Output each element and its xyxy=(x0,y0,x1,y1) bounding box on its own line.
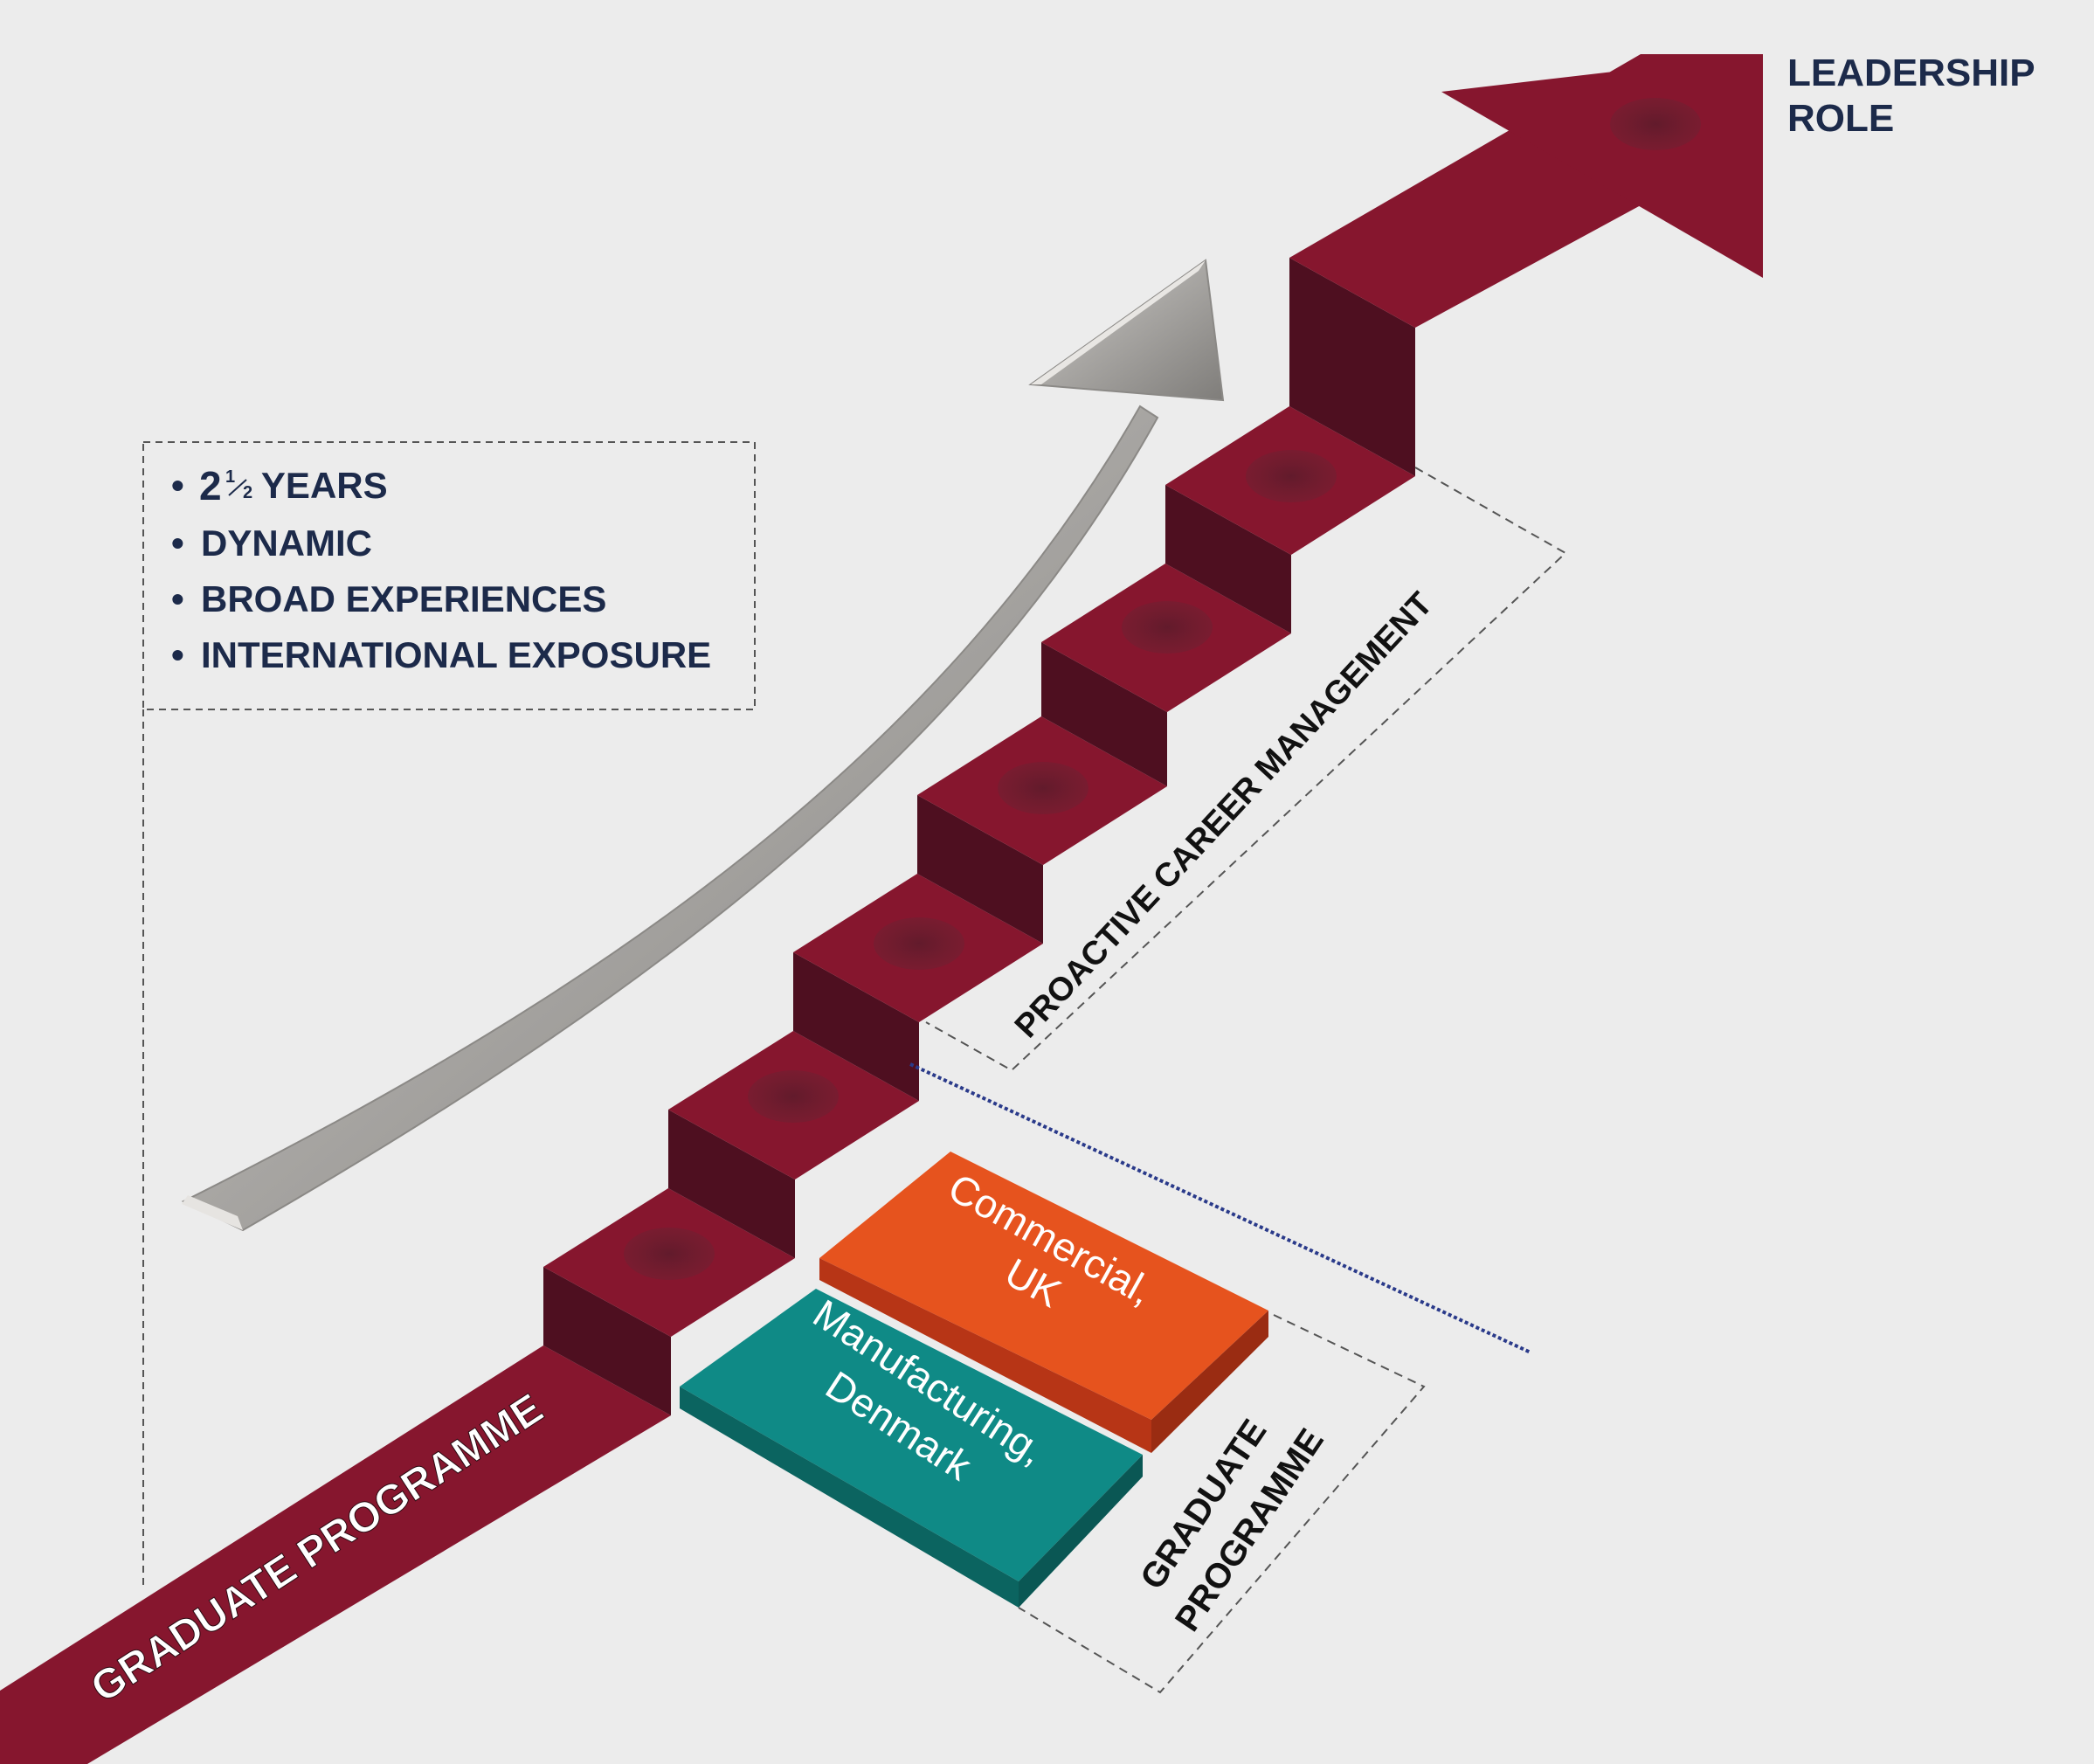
feature-years-number: 2 xyxy=(199,463,222,508)
divider-line xyxy=(909,1062,1531,1354)
step-1 xyxy=(543,1188,795,1415)
feature-broad: BROAD EXPERIENCES xyxy=(201,578,606,619)
feature-international: INTERNATIONAL EXPOSURE xyxy=(201,634,711,675)
feature-bullet: • xyxy=(171,522,184,564)
leadership-arrow-head-icon xyxy=(1289,54,1763,328)
feature-bullet: • xyxy=(171,465,184,506)
feature-years-label: YEARS xyxy=(252,465,388,506)
features-list: • 2 1 2 YEARS • DYNAMIC • BROAD EXPERIEN… xyxy=(171,463,711,675)
feature-years-fraction-top: 1 xyxy=(225,467,235,487)
feature-bullet: • xyxy=(171,578,184,619)
rotation-commercial xyxy=(819,1152,1268,1453)
silver-curved-arrow-icon xyxy=(181,259,1225,1232)
rotation-manufacturing xyxy=(680,1289,1143,1608)
graduate-programme-path-label: GRADUATE PROGRAMME xyxy=(83,1386,551,1712)
features-box xyxy=(142,441,756,1586)
destination-line2: ROLE xyxy=(1787,97,1894,140)
step-7 xyxy=(1289,258,1415,476)
step-5 xyxy=(1041,564,1291,786)
feature-bullet: • xyxy=(171,634,184,675)
destination-line1: LEADERSHIP xyxy=(1787,52,2035,94)
graduate-ramp xyxy=(0,1345,671,1764)
step-3 xyxy=(793,874,1043,1101)
feature-dynamic: DYNAMIC xyxy=(201,522,372,564)
feature-years-fraction-bottom: 2 xyxy=(243,483,252,502)
career-staircase xyxy=(0,54,1763,1764)
step-6 xyxy=(1165,406,1415,633)
step-2 xyxy=(668,1031,919,1258)
career-bracket xyxy=(925,467,1567,1072)
step-4 xyxy=(917,716,1167,944)
